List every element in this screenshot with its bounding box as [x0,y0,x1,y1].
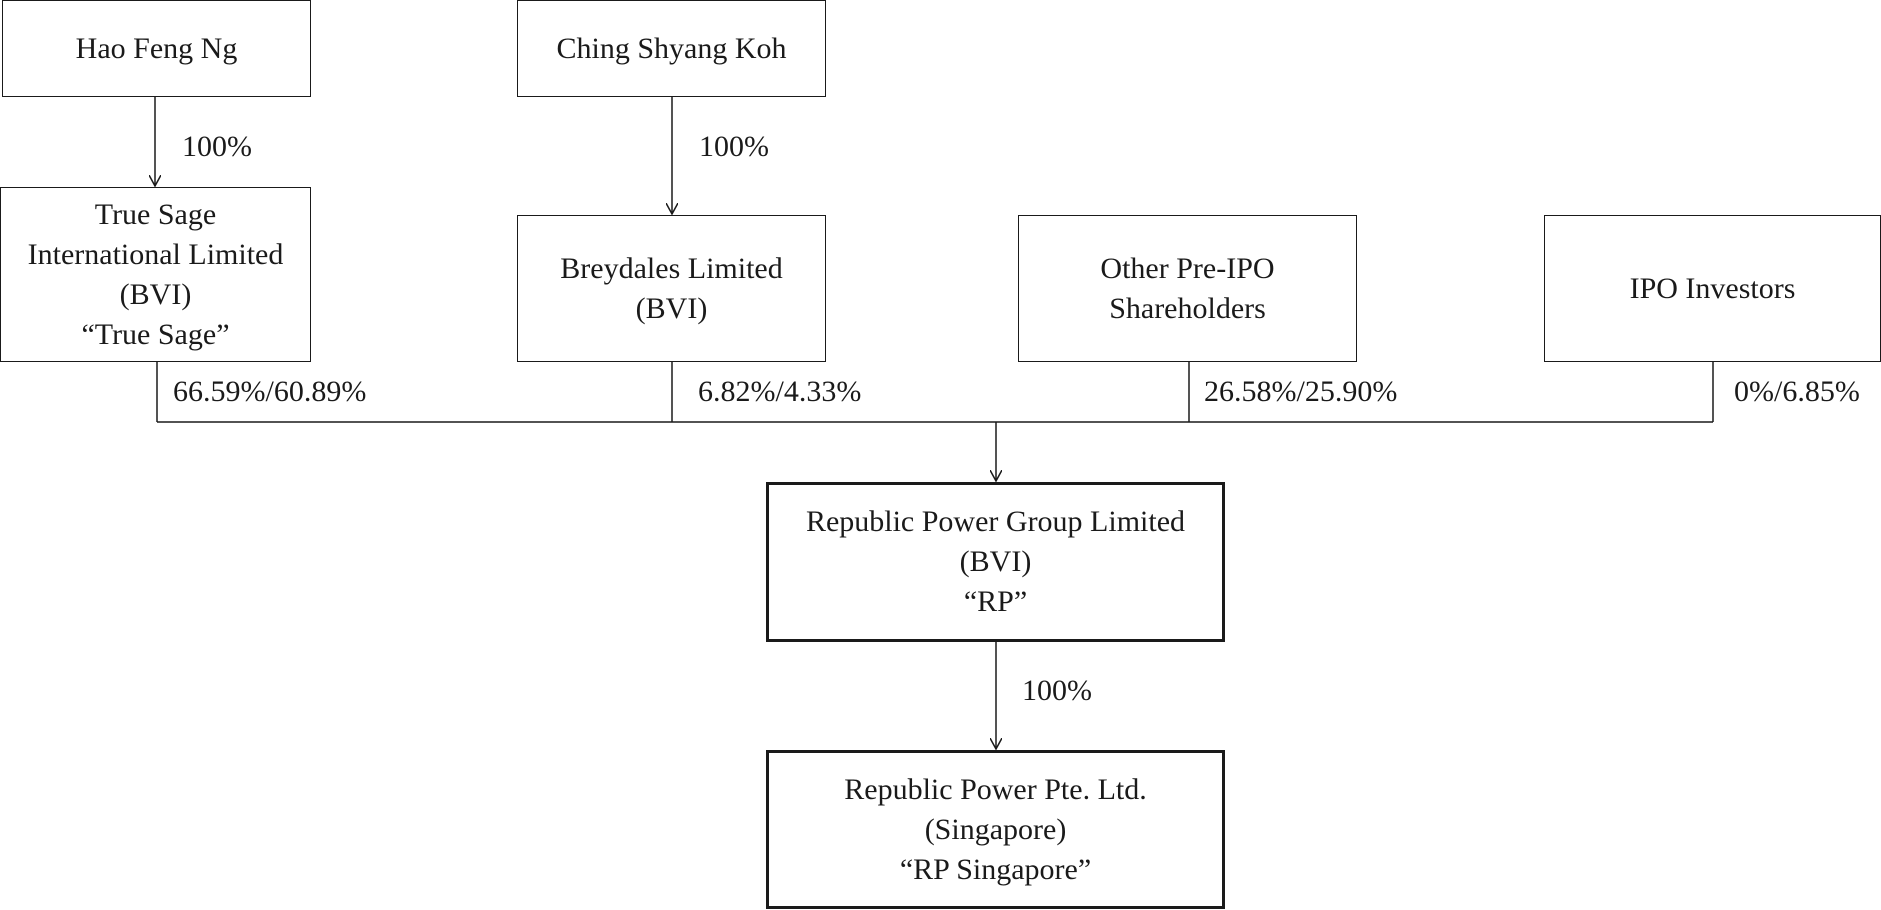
entity-label-line: Breydales Limited [560,251,783,285]
entity-label-line: True Sage [94,197,217,231]
entity-label-line: (BVI) [635,291,708,325]
entity-label-line: (BVI) [959,545,1032,578]
entity-ching-shyang-koh: Ching Shyang Koh [517,0,826,97]
entity-label-line: Hao Feng Ng [75,31,238,65]
entity-label-line: “True Sage” [81,317,230,351]
entity-republic-power-group: Republic Power Group Limited (BVI) “RP” [766,482,1225,642]
entity-label-line: Shareholders [1109,291,1266,325]
entity-republic-power-singapore: Republic Power Pte. Ltd. (Singapore) “RP S… [766,750,1225,909]
entity-label-line: Republic Power Group Limited [805,505,1186,538]
pct-hao-to-true-sage: 100% [182,130,252,163]
entity-breydales: Breydales Limited (BVI) [517,215,826,362]
pct-other-pre-ipo-to-rp: 26.58%/25.90% [1204,375,1398,408]
entity-label-line: International Limited [27,237,284,271]
entity-label-line: Other Pre-IPO [1100,251,1275,285]
entity-hao-feng-ng: Hao Feng Ng [2,0,311,97]
pct-breydales-to-rp: 6.82%/4.33% [698,375,862,408]
entity-other-pre-ipo-shareholders: Other Pre-IPO Shareholders [1018,215,1357,362]
entity-label-line: (Singapore) [924,812,1067,846]
entity-label-line: IPO Investors [1629,271,1796,305]
entity-ipo-investors: IPO Investors [1544,215,1881,362]
entity-label-line: “RP” [963,585,1028,618]
pct-true-sage-to-rp: 66.59%/60.89% [173,375,367,408]
entity-label-line: (BVI) [119,277,192,311]
entity-label-line: Ching Shyang Koh [556,31,787,65]
entity-label-line: Republic Power Pte. Ltd. [844,772,1147,806]
pct-koh-to-breydales: 100% [699,130,769,163]
pct-rp-to-rp-singapore: 100% [1022,674,1092,707]
entity-label-line: “RP Singapore” [899,852,1092,886]
pct-ipo-investors-to-rp: 0%/6.85% [1734,375,1860,408]
